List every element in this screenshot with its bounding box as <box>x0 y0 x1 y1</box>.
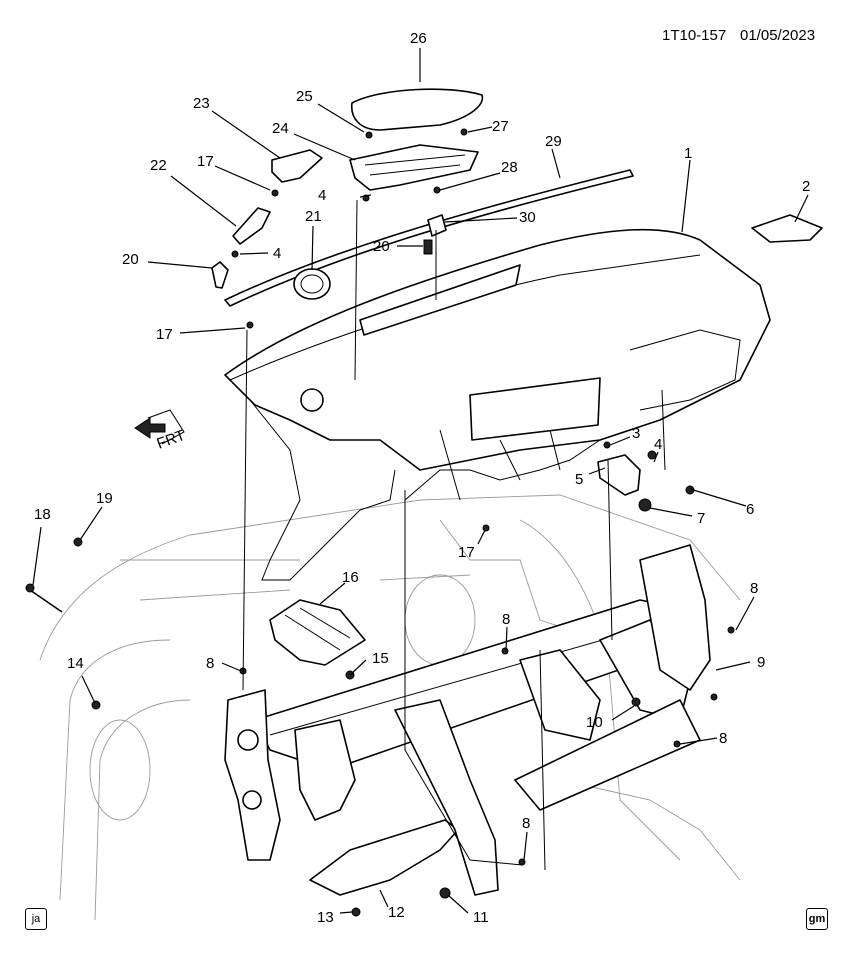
left-beam-mount <box>224 689 281 861</box>
badge-ja: ja <box>25 908 47 930</box>
left-support <box>294 719 356 821</box>
knee-bolster-bracket <box>309 819 459 896</box>
sensor-bracket <box>232 207 271 245</box>
callout-23: 23 <box>193 95 210 112</box>
diagram-date: 01/05/2023 <box>740 27 815 44</box>
round-air-vent <box>293 268 331 300</box>
cross-car-beam <box>254 544 711 811</box>
callout-14: 14 <box>67 655 84 672</box>
callout-7: 7 <box>697 510 705 527</box>
callout-1: 1 <box>684 145 692 162</box>
steering-column-bracket <box>269 599 366 666</box>
assembly-guide-lines <box>242 199 666 871</box>
callout-2: 2 <box>802 178 810 195</box>
diagram-code: 1T10-157 <box>662 27 726 44</box>
callout-20-center: 20 <box>373 238 390 255</box>
leader-lines <box>32 48 809 914</box>
callout-22: 22 <box>150 157 167 174</box>
sensor-harness <box>211 261 229 289</box>
callout-12: 12 <box>388 904 405 921</box>
callout-4-right: 4 <box>654 436 662 453</box>
callout-10: 10 <box>586 714 603 731</box>
right-air-vent <box>751 214 823 243</box>
sensor-connector <box>423 239 433 255</box>
callout-5: 5 <box>575 471 583 488</box>
callout-labels: 26 1 2 3 4 4 4 5 6 7 8 8 8 8 8 9 10 11 1… <box>34 30 810 926</box>
center-support <box>394 699 499 896</box>
callout-13: 13 <box>317 909 334 926</box>
callout-17-left: 17 <box>156 326 173 343</box>
callout-8-lower-right: 8 <box>719 730 727 747</box>
callout-18: 18 <box>34 506 51 523</box>
callout-17-center: 17 <box>458 544 475 561</box>
callout-26: 26 <box>410 30 427 47</box>
callout-28: 28 <box>501 159 518 176</box>
side-bezel <box>271 149 323 183</box>
callout-11: 11 <box>473 909 489 926</box>
callout-19: 19 <box>96 490 113 507</box>
upper-cover <box>351 88 484 131</box>
callout-16: 16 <box>342 569 359 586</box>
callout-8-left: 8 <box>206 655 214 672</box>
callout-8-center: 8 <box>502 611 510 628</box>
callout-4-left: 4 <box>273 245 281 262</box>
windshield-trim-strip <box>224 169 634 307</box>
instrument-panel <box>224 228 771 581</box>
side-bracket <box>597 454 641 496</box>
callout-21: 21 <box>305 208 322 225</box>
front-direction-arrow: FRT <box>134 409 187 453</box>
callout-8-bottom: 8 <box>522 815 530 832</box>
gm-logo-badge: gm <box>806 908 828 930</box>
callout-29: 29 <box>545 133 562 150</box>
callout-25: 25 <box>296 88 313 105</box>
sunload-sensor <box>427 214 447 237</box>
callout-9: 9 <box>757 654 765 671</box>
callout-4-top: 4 <box>318 187 326 204</box>
callout-8-right: 8 <box>750 580 758 597</box>
callout-17-top: 17 <box>197 153 214 170</box>
callout-24: 24 <box>272 120 289 137</box>
callout-15: 15 <box>372 650 389 667</box>
callout-30: 30 <box>519 209 536 226</box>
vehicle-body-outline <box>39 494 741 921</box>
callout-6: 6 <box>746 501 754 518</box>
callout-27: 27 <box>492 118 509 135</box>
cover-bracket <box>349 144 479 191</box>
callout-3: 3 <box>632 425 640 442</box>
callout-20-left: 20 <box>122 251 139 268</box>
